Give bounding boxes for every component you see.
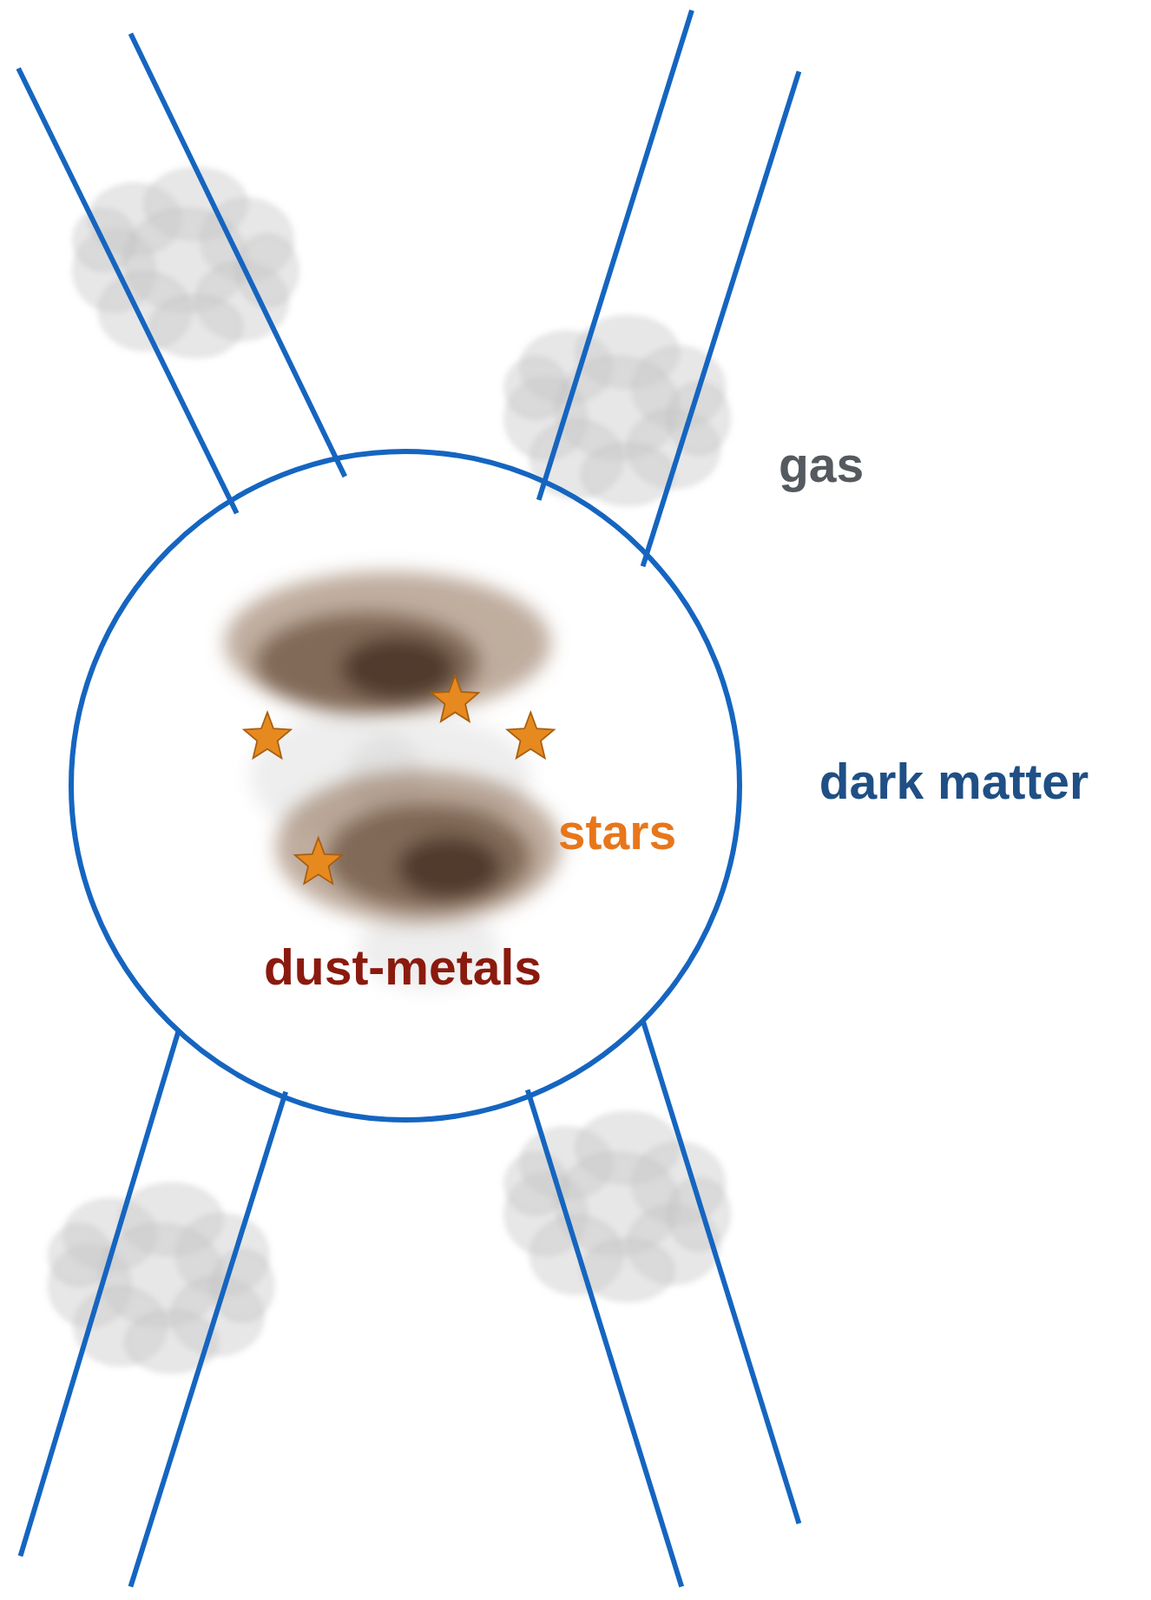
component-label: stars	[558, 804, 677, 860]
region-label: dark matter	[819, 754, 1089, 809]
component-label: dust-metals	[263, 940, 542, 995]
halo-circle: dark matterstarsdust-metals	[68, 448, 743, 1123]
halo-outline	[68, 448, 743, 1123]
component-label: gas	[778, 437, 864, 493]
